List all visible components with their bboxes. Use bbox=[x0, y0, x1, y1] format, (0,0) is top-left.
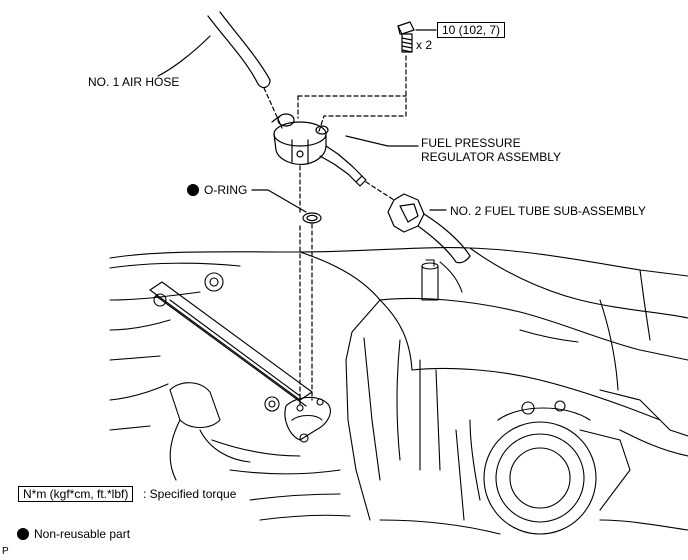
corner-mark: P bbox=[2, 546, 9, 557]
fuel-tube-part bbox=[387, 193, 471, 264]
legend-torque-units-box: N*m (kgf*cm, ft.*lbf) bbox=[18, 486, 134, 502]
legend-torque-desc: : Specified torque bbox=[143, 487, 237, 501]
torque-value-box: 10 (102, 7) bbox=[437, 22, 506, 38]
legend-non-reusable-icon bbox=[17, 528, 29, 540]
bolt-part bbox=[397, 21, 415, 53]
o-ring-part bbox=[302, 212, 322, 224]
fuel-pressure-regulator-part bbox=[271, 113, 367, 187]
legend-non-reusable-text: Non-reusable part bbox=[34, 527, 131, 541]
regulator-label-line1: FUEL PRESSURE bbox=[421, 136, 521, 150]
fuel-tube-label: NO. 2 FUEL TUBE SUB-ASSEMBLY bbox=[450, 204, 646, 218]
legend-non-reusable: Non-reusable part bbox=[17, 527, 130, 541]
o-ring-label: O-RING bbox=[187, 183, 247, 197]
bolt-quantity-label: x 2 bbox=[416, 38, 433, 52]
regulator-label-line2: REGULATOR ASSEMBLY bbox=[421, 150, 562, 164]
o-ring-text: O-RING bbox=[204, 183, 248, 197]
air-hose-part bbox=[157, 11, 271, 89]
non-reusable-marker-icon bbox=[187, 184, 199, 196]
air-hose-label: NO. 1 AIR HOSE bbox=[88, 75, 180, 89]
engine-outline bbox=[109, 247, 688, 535]
